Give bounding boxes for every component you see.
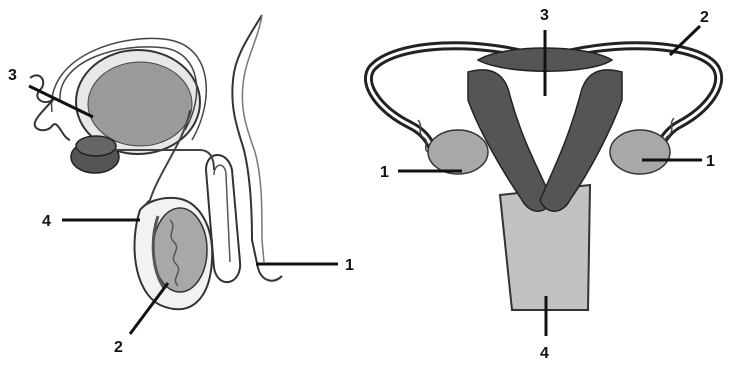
gland-coils: [30, 75, 70, 140]
label-ovary-right: 1: [706, 153, 715, 170]
label-sperm-duct: 4: [42, 213, 51, 230]
male-reproductive-diagram: 1 2 3 4: [8, 15, 354, 356]
label-penis: 1: [345, 257, 354, 274]
ovary-left: [428, 130, 488, 174]
label-vagina: 4: [540, 345, 549, 362]
label-ovary-left: 1: [380, 164, 389, 181]
male-body-outline: [232, 15, 282, 281]
bladder-inner: [88, 62, 192, 146]
male-body-outline-inner: [242, 15, 264, 262]
prostate-upper: [76, 136, 116, 156]
label-bladder: 3: [8, 67, 17, 84]
label-testis: 2: [114, 339, 123, 356]
female-reproductive-diagram: 1 1 2 3 4: [368, 7, 718, 362]
label-uterus: 3: [540, 7, 549, 24]
label-oviduct: 2: [700, 9, 709, 26]
testis-shape: [153, 208, 207, 292]
ovary-right: [610, 130, 670, 174]
